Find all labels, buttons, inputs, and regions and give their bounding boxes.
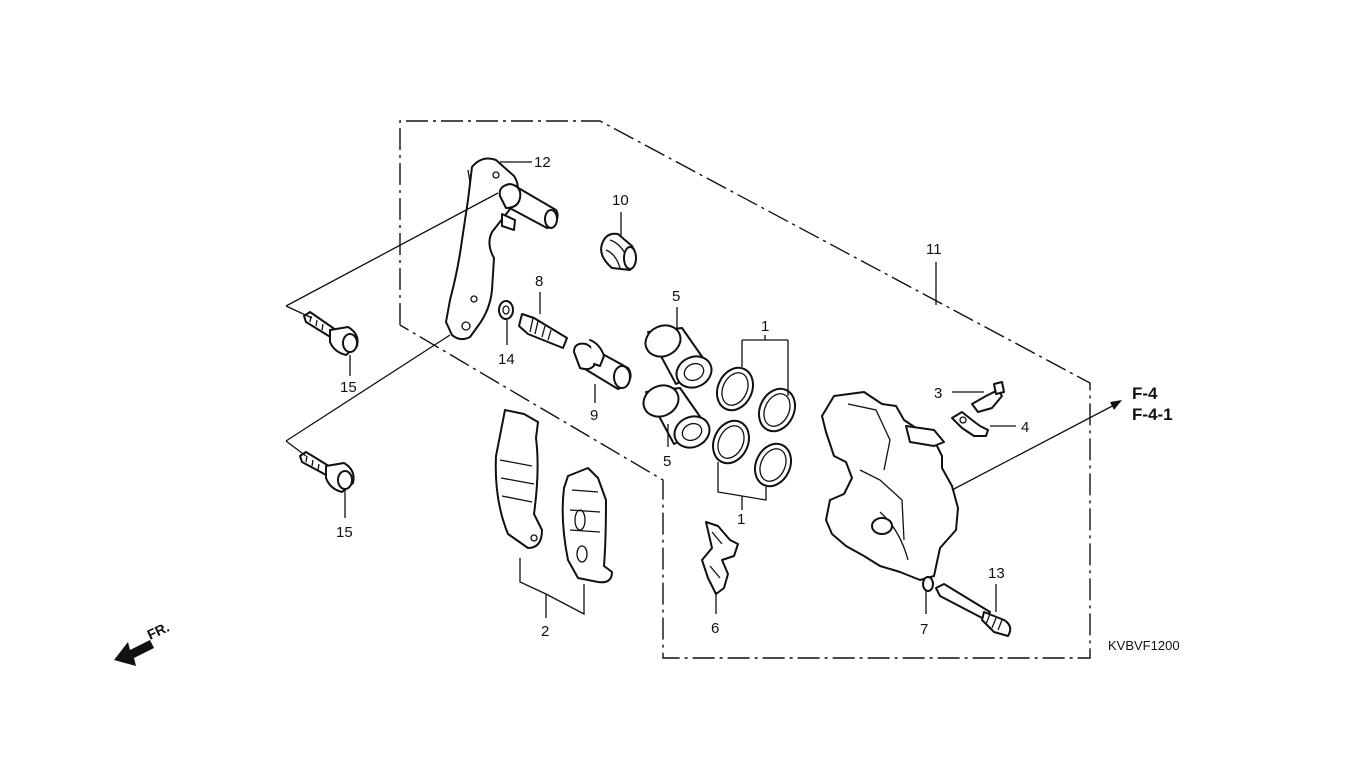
label-6: 6 (711, 620, 719, 637)
label-14: 14 (498, 351, 515, 368)
seal-7 (922, 576, 934, 592)
bolt-upper (303, 311, 359, 356)
label-15-lower: 15 (336, 524, 353, 541)
brake-pad-left (494, 409, 543, 549)
piston-lower (642, 384, 711, 449)
label-5-upper: 5 (672, 288, 680, 305)
label-15-upper: 15 (340, 379, 357, 396)
label-9: 9 (590, 407, 598, 424)
label-7: 7 (920, 621, 928, 638)
label-13: 13 (988, 565, 1005, 582)
caliper-body (821, 391, 959, 581)
front-arrow-icon: FR. (114, 619, 172, 666)
nut-14 (498, 300, 514, 320)
caliper-bracket (445, 157, 559, 341)
pad-spring-6 (701, 521, 739, 595)
label-11: 11 (926, 241, 942, 258)
drawing-code: KVBVF1200 (1108, 638, 1180, 653)
front-label: FR. (145, 619, 172, 643)
bleeder-screw-3 (971, 381, 1005, 413)
bleeder-cap-4 (951, 411, 989, 437)
reference-f4-1[interactable]: F-4-1 (1132, 405, 1173, 424)
label-5-lower: 5 (663, 453, 671, 470)
label-8: 8 (535, 273, 543, 290)
part-labels: 12 10 11 8 5 1 14 15 3 9 4 5 1 15 13 2 6… (336, 154, 1029, 640)
pin-8 (518, 313, 568, 349)
piston-upper (644, 324, 713, 389)
piston-seal-set (712, 366, 796, 488)
pin-13 (935, 583, 1012, 637)
label-1-lower: 1 (737, 511, 745, 528)
label-4: 4 (1021, 419, 1029, 436)
label-10: 10 (612, 192, 629, 209)
boot-10 (600, 232, 637, 271)
label-3: 3 (934, 385, 942, 402)
label-2: 2 (541, 623, 549, 640)
label-1-upper: 1 (761, 318, 769, 335)
reference-f4[interactable]: F-4 (1132, 384, 1158, 403)
leader-lines (285, 161, 1122, 618)
label-12: 12 (534, 154, 551, 171)
bolt-lower (299, 451, 355, 493)
assembly-frame (399, 120, 1091, 659)
brake-pad-right (561, 467, 613, 584)
pin-bolt-9 (573, 339, 632, 390)
